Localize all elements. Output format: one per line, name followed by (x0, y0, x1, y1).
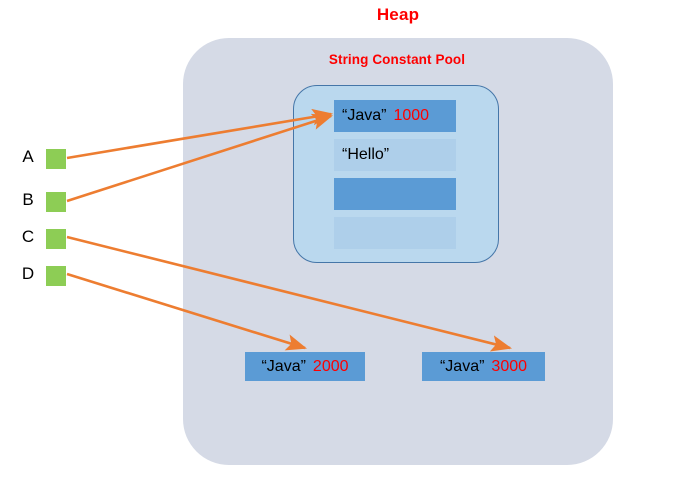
variable-label-b: B (22, 190, 34, 209)
pool-row-text: “Java” (342, 107, 387, 124)
variable-square-c (46, 229, 66, 249)
pool-row (334, 178, 456, 210)
pool-row-text: “Hello” (342, 146, 390, 163)
heap-title: Heap (376, 5, 420, 24)
variable-label-a: A (22, 147, 34, 166)
heap-object-box: “Java” 3000 (422, 352, 545, 381)
heap-object-text: “Java” (439, 357, 485, 375)
pool-row-address: 1000 (393, 107, 430, 124)
variable-square-b (46, 192, 66, 212)
pool-row (334, 217, 456, 249)
heap-object-text: “Java” (261, 357, 306, 375)
string-constant-pool-title: String Constant Pool (328, 52, 466, 67)
variable-label-d: D (21, 264, 35, 283)
pool-row: “Hello” (334, 139, 456, 171)
variable-label-c: C (21, 227, 35, 246)
heap-object-address: 2000 (312, 357, 349, 375)
heap-object-box: “Java” 2000 (245, 352, 365, 381)
heap-object-address: 3000 (491, 357, 528, 375)
variable-square-a (46, 149, 66, 169)
pool-row: “Java” 1000 (334, 100, 456, 132)
variable-square-d (46, 266, 66, 286)
